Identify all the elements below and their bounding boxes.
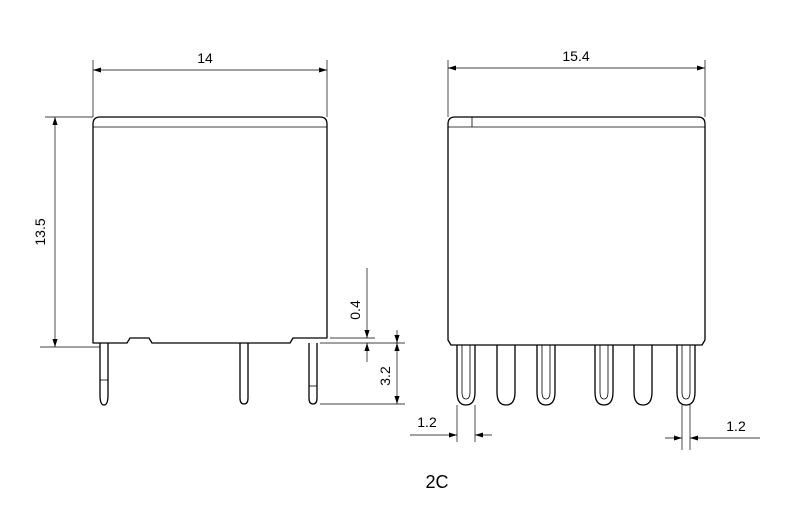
front-standoff-label: 0.4: [347, 300, 363, 320]
front-pins: [99, 343, 318, 406]
front-body: [92, 116, 328, 344]
side-view: 15.4 1.2 1.2: [410, 48, 760, 450]
front-width-dimension: 14: [92, 50, 328, 117]
front-view: 14 13.5 0.4 3.2: [32, 50, 405, 406]
front-pin-length-dimension: 3.2: [320, 330, 405, 405]
side-width-label: 15.4: [562, 48, 589, 64]
front-height-dimension: 13.5: [32, 116, 100, 348]
front-standoff-dimension: 0.4: [320, 268, 405, 362]
front-height-label: 13.5: [32, 218, 48, 245]
front-pin-length-label: 3.2: [377, 366, 393, 386]
side-pins: [456, 345, 696, 406]
side-pin-width-left-dimension: 1.2: [410, 405, 492, 442]
side-width-dimension: 15.4: [447, 48, 706, 117]
side-pin-width-left-label: 1.2: [417, 414, 437, 430]
side-pin-width-right-label: 1.2: [726, 418, 746, 434]
front-width-label: 14: [197, 50, 213, 66]
figure-caption: 2C: [425, 472, 448, 492]
side-body: [447, 116, 706, 346]
side-pin-width-right-dimension: 1.2: [665, 405, 760, 450]
